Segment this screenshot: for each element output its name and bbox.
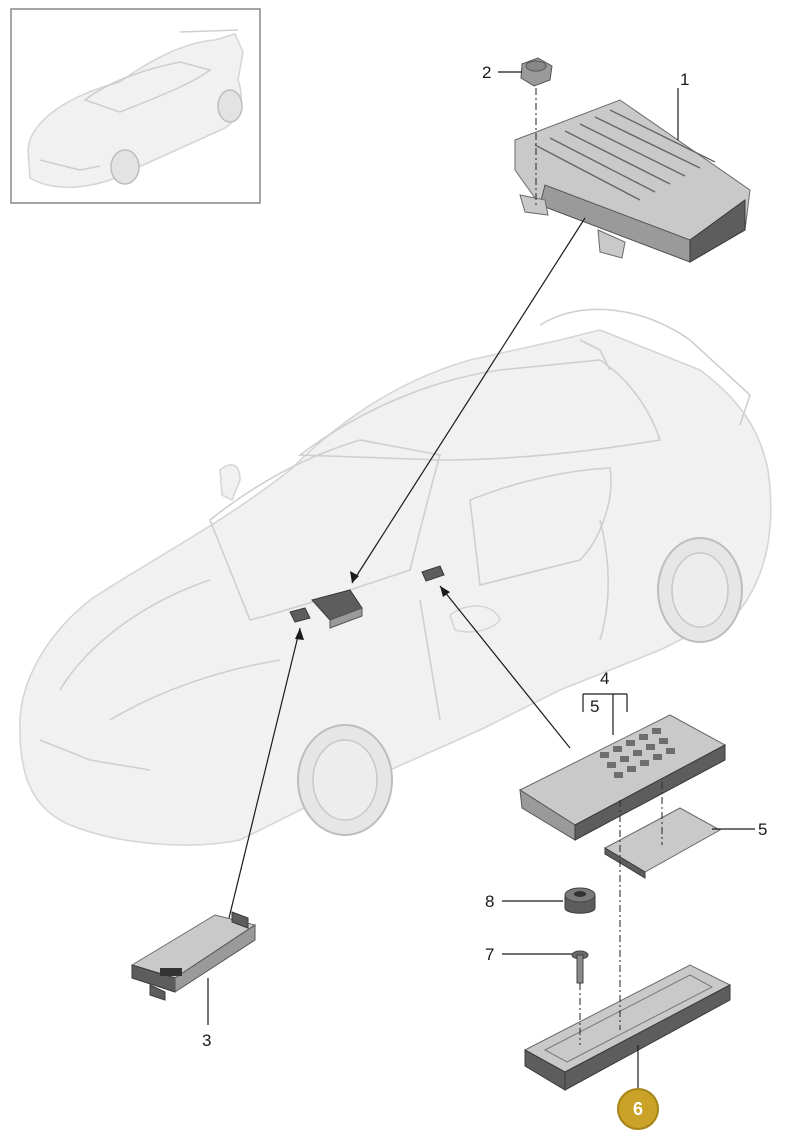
thumbnail-car	[27, 29, 244, 189]
part-3-module[interactable]	[130, 911, 257, 1001]
part-4-remote-housing[interactable]	[518, 714, 727, 841]
part-5-cover-plate[interactable]	[603, 807, 722, 879]
part-8-grommet[interactable]	[564, 887, 596, 914]
label-part-2: 2	[482, 63, 491, 82]
part-2-nut[interactable]	[520, 57, 553, 87]
badge-part-6[interactable]: 6	[617, 1088, 659, 1130]
in-car-sensor-right[interactable]	[421, 565, 445, 582]
part-1-control-unit[interactable]	[514, 99, 751, 263]
part-7-screw[interactable]	[571, 950, 589, 984]
part-6-base-tray[interactable]	[523, 964, 732, 1091]
label-part-8: 8	[485, 892, 494, 911]
leader-lines	[207, 71, 755, 1090]
label-part-4: 4	[600, 669, 609, 688]
label-part-5-top: 5	[590, 697, 599, 716]
main-car	[19, 308, 772, 846]
label-part-6: 6	[633, 1099, 643, 1119]
in-car-control-unit[interactable]	[311, 589, 363, 629]
label-part-7: 7	[485, 945, 494, 964]
label-part-3: 3	[202, 1031, 211, 1050]
label-part-1: 1	[680, 70, 689, 89]
thumbnail-inset[interactable]	[10, 8, 261, 204]
label-part-5-side: 5	[758, 820, 767, 839]
pointer-arrows	[228, 217, 586, 919]
in-car-sensor-left[interactable]	[289, 607, 311, 623]
